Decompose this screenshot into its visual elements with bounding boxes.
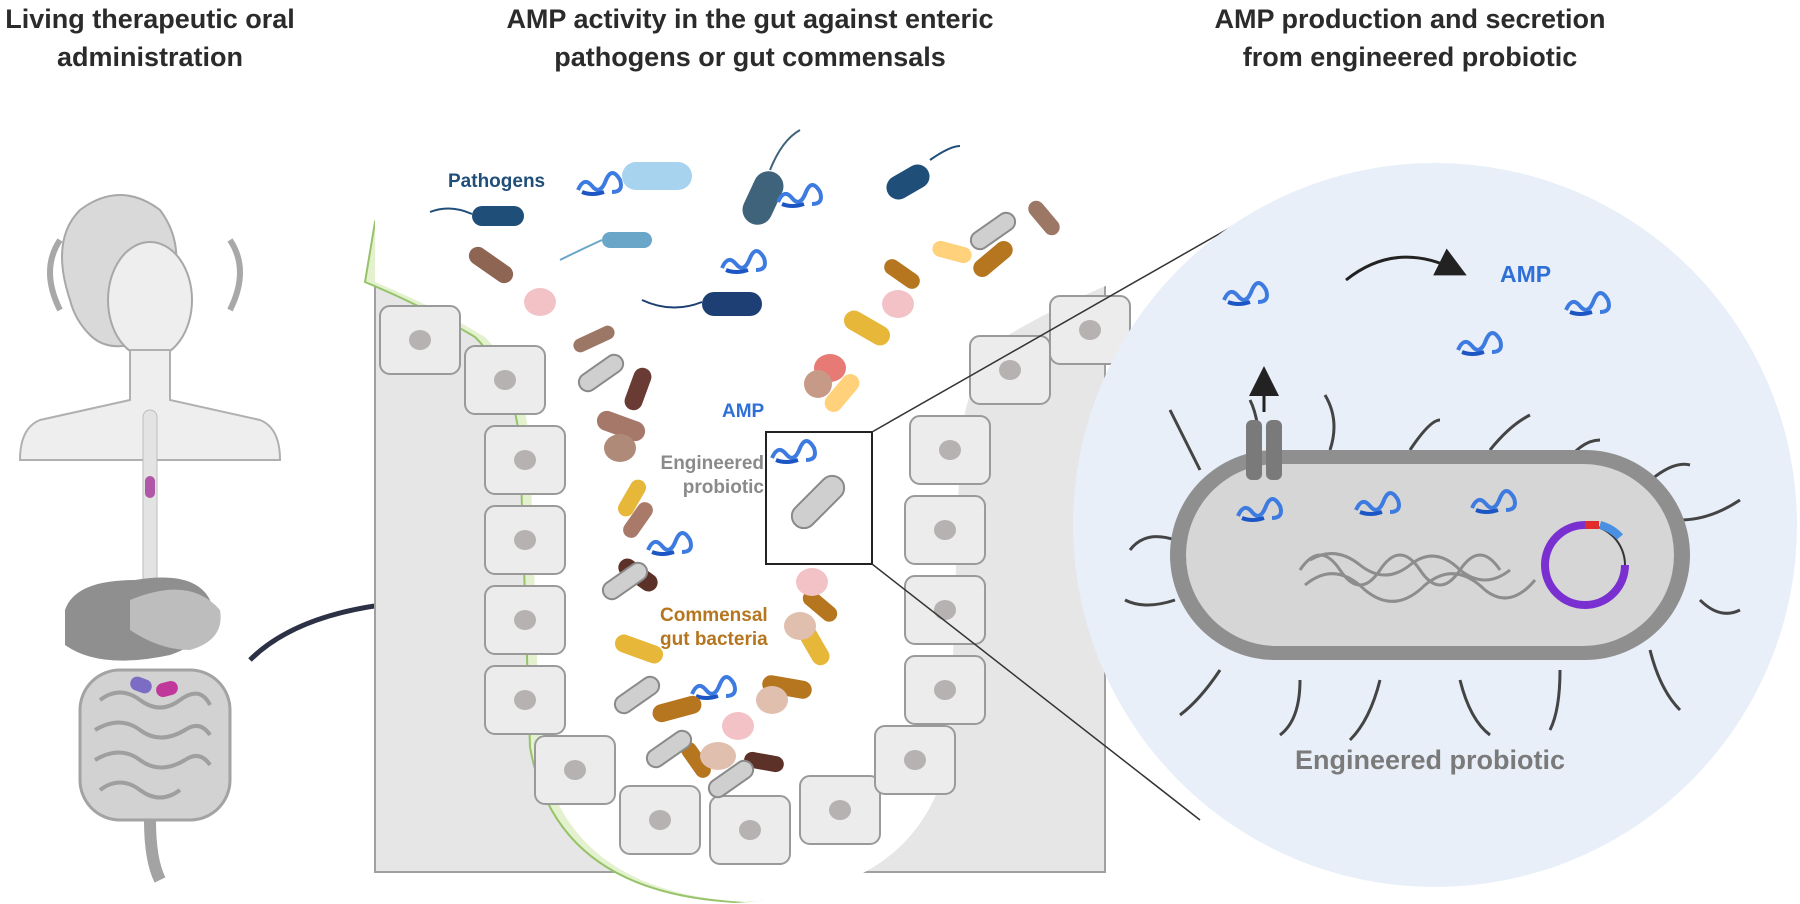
panel-title-administration: Living therapeutic oral administration	[5, 4, 295, 72]
human-figure-icon	[18, 194, 282, 461]
commensal-label: Commensal gut bacteria	[660, 605, 768, 650]
amp-gut-label: AMP	[722, 401, 765, 422]
engineered-probiotic-cells	[577, 211, 1017, 799]
digestive-tract-icon	[65, 409, 232, 883]
pathogens-label: Pathogens	[448, 171, 546, 192]
engineered-probiotic-zoom-label: Engineered probiotic	[1294, 745, 1566, 775]
plasmid-icon	[1541, 521, 1629, 609]
panel-title-production: AMP production and secretion from engine…	[1214, 4, 1606, 72]
probiotic-cell-zoom	[1124, 394, 1741, 742]
secretion-arrow	[1345, 248, 1467, 282]
pathogen-cluster	[429, 129, 961, 316]
membrane-transporter-icon	[1246, 366, 1282, 480]
panel-title-gut-activity: AMP activity in the gut against enteric …	[506, 4, 994, 72]
commensal-bacteria	[468, 200, 1060, 778]
zoom-line-top	[871, 221, 1241, 433]
zoom-line-bottom	[871, 563, 1201, 821]
epithelium	[363, 122, 1131, 904]
capsule-icon	[130, 676, 178, 698]
amp-zoom-label: AMP	[1500, 261, 1552, 287]
engineered-probiotic-gut-label: Engineered probiotic	[660, 453, 764, 498]
zoom-box	[765, 431, 873, 565]
